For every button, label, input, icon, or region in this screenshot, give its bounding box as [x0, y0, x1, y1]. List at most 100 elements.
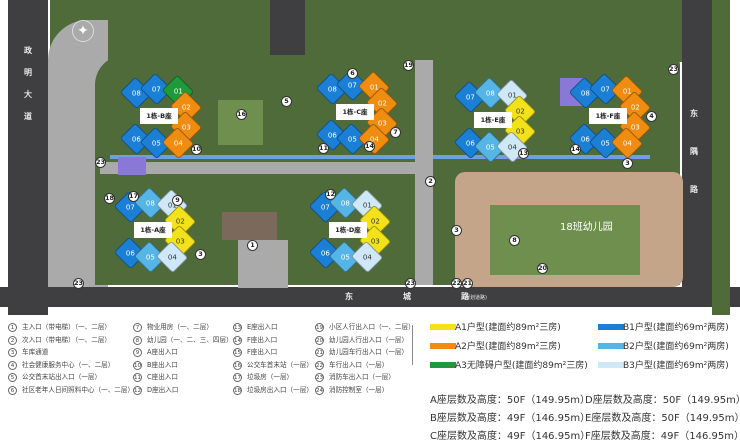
- unit-number: 04: [622, 138, 632, 147]
- legend-number: 21: [315, 348, 324, 358]
- swatch-a1: [430, 324, 456, 330]
- marker-23d: 23: [73, 278, 84, 289]
- legend-item: 18 垃圾房出入口（一层）: [233, 384, 313, 395]
- marker-22: 22: [451, 278, 462, 289]
- unit-number: 03: [630, 122, 640, 131]
- legend-item: 24 消防控制室（一层）: [315, 384, 388, 395]
- building-label: 1栋-F座: [589, 108, 627, 124]
- unit-number: 08: [145, 198, 155, 207]
- legend-item: 8 幼儿园（一、二、三、四层）: [133, 334, 233, 345]
- legend-item: 21 幼儿园车行出入口（一层）: [315, 346, 409, 358]
- legend-number: 10: [133, 360, 142, 370]
- unit-number: 03: [377, 118, 387, 127]
- central-path: [100, 162, 420, 174]
- unit-number: 08: [131, 88, 141, 97]
- marker-2: 2: [425, 176, 436, 187]
- main-entrance-building: [222, 212, 277, 240]
- legend-text: 公交首末站出入口（一层）: [22, 373, 102, 382]
- swatch-a3: [430, 362, 456, 368]
- legend-number: 23: [315, 373, 324, 383]
- unit-number: 02: [175, 216, 185, 225]
- unit-type-label: B1户型(建面约69m²两房): [623, 323, 729, 333]
- legend-number: 19: [315, 323, 324, 332]
- unit-number: 05: [340, 252, 350, 261]
- unit-number: 04: [173, 138, 183, 147]
- unit-number: 03: [181, 122, 191, 131]
- legend-number: 9: [133, 348, 142, 358]
- unit-number: 04: [167, 252, 177, 261]
- unit-number: 07: [125, 202, 135, 211]
- legend-text: 垃圾房出入口（一层）: [247, 386, 313, 394]
- tower-height: D座层数及高度：50F（149.95m）: [585, 395, 740, 406]
- legend-number: 8: [133, 335, 142, 345]
- legend-number: 24: [315, 386, 324, 395]
- legend-text: 消防控制室（一层）: [329, 386, 389, 394]
- kindergarten-label: 18班幼儿园: [560, 222, 613, 233]
- legend-text: 社区老年人日间照料中心（一、二层）: [22, 386, 135, 394]
- unit-number: 03: [175, 236, 185, 245]
- west-road: [8, 0, 48, 315]
- unit-type-label: A1户型(建面约89m²三房): [455, 323, 561, 333]
- building-label: 1栋-D座: [329, 222, 367, 238]
- legend-text: 消防车出入口（一层）: [329, 373, 395, 382]
- marker-10: 10: [191, 144, 202, 155]
- unit-number: 03: [515, 126, 525, 135]
- legend-number: 7: [133, 323, 142, 332]
- plaza-lawn: [218, 100, 263, 145]
- legend-item: 13 E座出入口: [233, 321, 278, 332]
- main-entrance-plaza: [238, 240, 288, 288]
- legend-text: 车行出入口（一层）: [329, 360, 389, 369]
- unit-number: 06: [320, 248, 330, 257]
- marker-11: 11: [318, 143, 329, 154]
- legend-number: 18: [233, 386, 242, 395]
- legend-text: 幼儿园车行出入口（一层）: [329, 348, 409, 357]
- marker-16: 16: [236, 109, 247, 120]
- marker-23c: 23: [405, 278, 416, 289]
- unit-number: 02: [515, 106, 525, 115]
- legend-number: 20: [315, 335, 324, 345]
- blue-running-track: [110, 155, 650, 159]
- unit-number: 05: [347, 134, 357, 143]
- unit-number: 02: [181, 102, 191, 111]
- swatch-a2: [430, 343, 456, 349]
- legend-number: 13: [233, 323, 242, 332]
- unit-number: 07: [151, 84, 161, 93]
- unit-number: 06: [131, 134, 141, 143]
- legend-text: D座出入口: [147, 386, 179, 394]
- legend-number: 22: [315, 360, 324, 370]
- unit-number: 07: [465, 92, 475, 101]
- unit-type-label: B3户型(建面约69m²两房): [623, 361, 729, 371]
- marker-8: 8: [509, 235, 520, 246]
- legend-number: 1: [8, 323, 17, 332]
- west-road-name: 政明大道: [24, 46, 32, 121]
- unit-number: 03: [370, 236, 380, 245]
- legend-text: E座出入口: [247, 323, 278, 331]
- legend-text: 车库通道: [22, 348, 49, 357]
- building-label: 1栋-E座: [474, 112, 512, 128]
- marker-3b: 3: [195, 249, 206, 260]
- unit-number: 05: [145, 252, 155, 261]
- legend-text: 幼儿园（一、二、三、四层）: [147, 335, 233, 344]
- building-label: 1栋-B座: [140, 108, 178, 124]
- north-greenbelt: [50, 0, 700, 62]
- legend-divider: [412, 325, 413, 365]
